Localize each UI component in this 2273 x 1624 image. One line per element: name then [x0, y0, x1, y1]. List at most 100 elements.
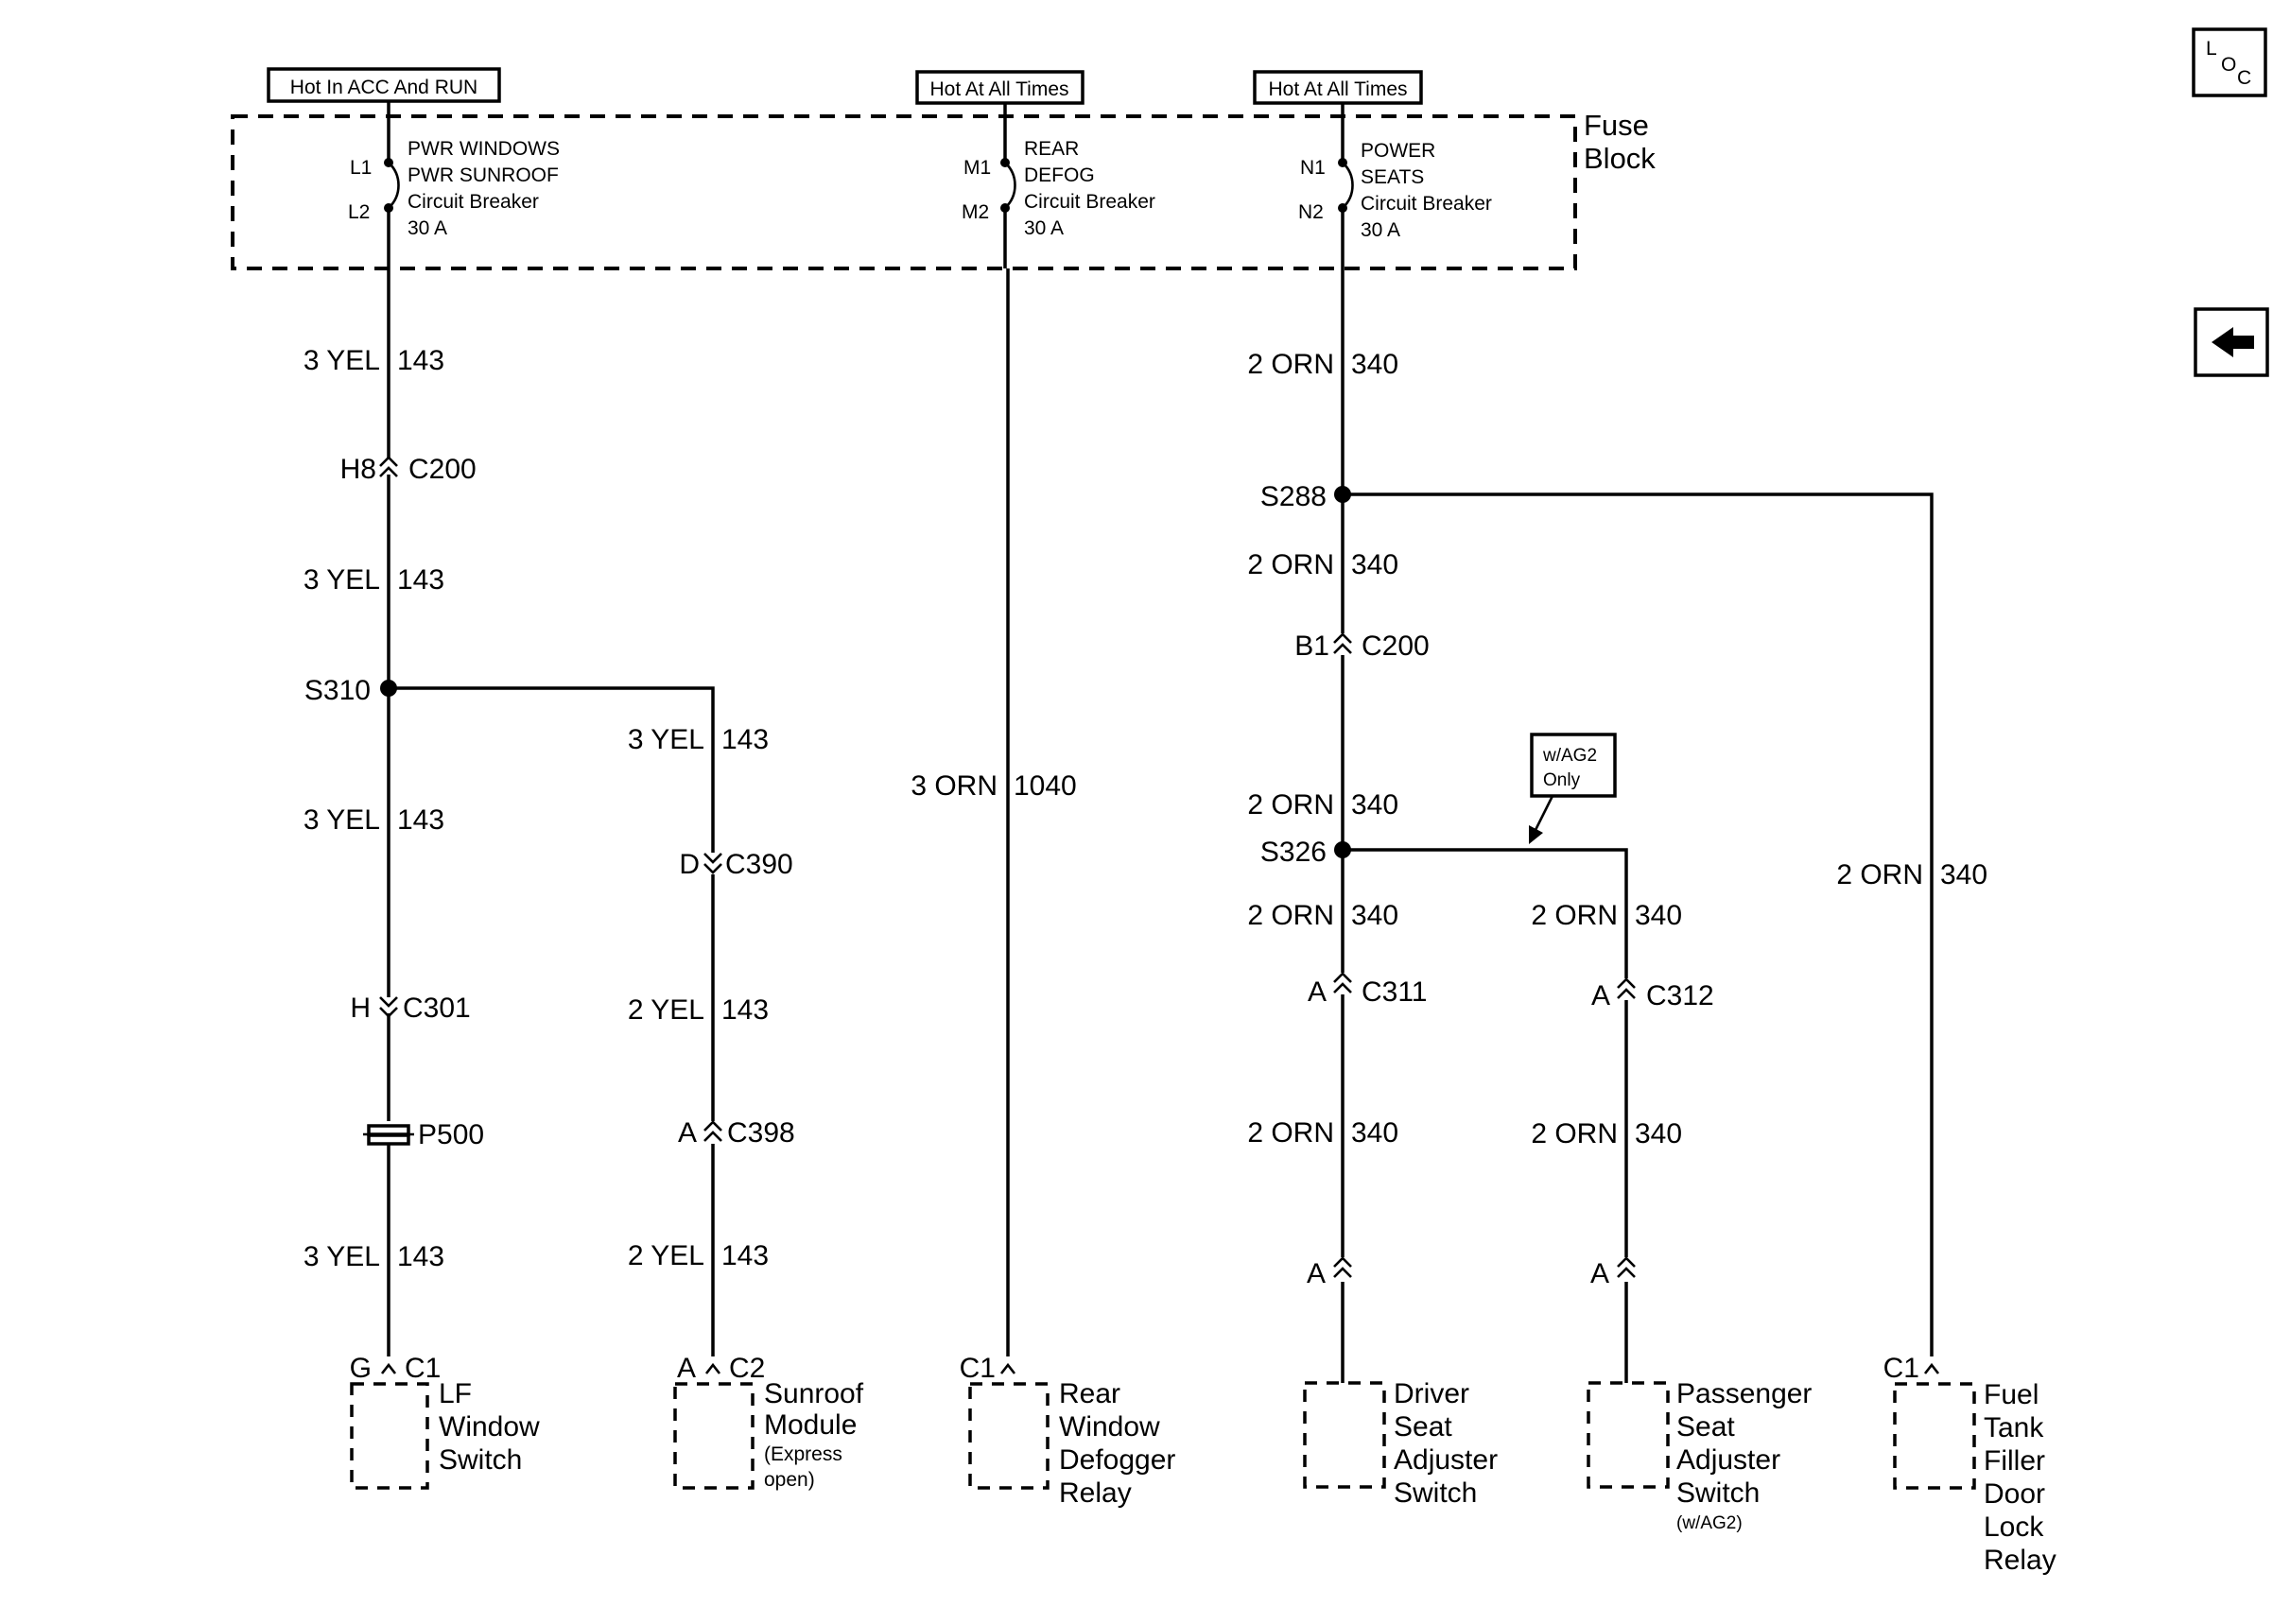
wire-circuit: 143	[397, 345, 444, 376]
svg-text:Hot In ACC And RUN: Hot In ACC And RUN	[290, 77, 477, 98]
wire-circuit: 340	[1940, 859, 1987, 890]
splice-s310: S310	[304, 675, 397, 706]
svg-text:Circuit Breaker: Circuit Breaker	[408, 191, 539, 213]
svg-text:Defogger: Defogger	[1059, 1444, 1175, 1476]
svg-text:Switch: Switch	[1394, 1477, 1477, 1509]
connector-c301: H C301	[350, 993, 470, 1024]
svg-text:C200: C200	[1362, 631, 1430, 662]
component-lf-window-switch: G C1 LF Window Switch	[350, 1353, 540, 1490]
option-note-w-ag2: w/AG2 Only	[1529, 733, 1617, 844]
svg-text:A: A	[677, 1353, 696, 1384]
svg-text:DEFOG: DEFOG	[1024, 164, 1095, 186]
component-passenger-seat-adjuster-switch: Passenger Seat Adjuster Switch (w/AG2)	[1587, 1378, 1812, 1533]
wires	[387, 268, 1934, 1383]
svg-text:SEATS: SEATS	[1361, 166, 1424, 188]
svg-text:Only: Only	[1543, 770, 1581, 790]
fuse-block-outline	[231, 114, 1577, 270]
svg-text:Relay: Relay	[1984, 1545, 2056, 1576]
svg-text:M1: M1	[963, 157, 991, 179]
loc-icon[interactable]: L O C	[2192, 27, 2267, 97]
hot-label-all-times: Hot At All Times	[1253, 70, 1423, 105]
wire-circuit: 143	[721, 994, 769, 1026]
wire-gauge: 2 ORN	[1247, 349, 1334, 380]
svg-text:C200: C200	[408, 454, 477, 485]
svg-text:A: A	[678, 1117, 697, 1149]
svg-text:L1: L1	[350, 157, 372, 179]
connector-c200-b1: B1 C200	[1294, 631, 1429, 662]
svg-text:C[interactable]: C	[2237, 67, 2251, 89]
wire-gauge: 3 YEL	[304, 804, 380, 836]
component-note: (w/AG2)	[1676, 1513, 1743, 1533]
svg-text:D: D	[679, 849, 700, 880]
wire-circuit: 340	[1351, 1117, 1398, 1149]
svg-text:B1: B1	[1294, 631, 1329, 662]
back-arrow-icon[interactable]	[2194, 307, 2269, 377]
svg-text:Relay: Relay	[1059, 1477, 1132, 1509]
svg-text:Window: Window	[439, 1411, 540, 1443]
svg-text:Module: Module	[764, 1409, 857, 1441]
connector-passenger-seat: A	[1590, 1256, 1636, 1289]
svg-text:C312: C312	[1646, 980, 1714, 1011]
wire-circuit: 340	[1351, 789, 1398, 821]
component-driver-seat-adjuster-switch: Driver Seat Adjuster Switch	[1303, 1378, 1498, 1509]
svg-text:L[interactable]: L	[2206, 38, 2217, 60]
svg-text:Passenger: Passenger	[1676, 1378, 1812, 1409]
wire-gauge: 2 ORN	[1247, 1117, 1334, 1149]
svg-text:S326: S326	[1260, 837, 1327, 868]
component-note: (Express	[764, 1443, 842, 1465]
connector-c390: D C390	[679, 849, 792, 880]
svg-text:Circuit Breaker: Circuit Breaker	[1024, 191, 1155, 213]
svg-text:w/AG2: w/AG2	[1542, 746, 1597, 766]
fuse-block-label: Block	[1584, 142, 1656, 175]
component-fuel-tank-filler-door-lock-relay: C1 Fuel Tank Filler Door Lock Relay	[1883, 1353, 2056, 1576]
hot-label-all-times: Hot At All Times	[915, 70, 1084, 105]
svg-text:Switch: Switch	[439, 1444, 522, 1476]
svg-text:Sunroof: Sunroof	[764, 1378, 864, 1409]
circuit-breaker-pwr-windows: L1 L2 PWR WINDOWS PWR SUNROOF Circuit Br…	[348, 116, 560, 268]
svg-text:Seat: Seat	[1394, 1411, 1452, 1443]
wire-gauge: 2 ORN	[1247, 900, 1334, 931]
svg-text:H: H	[350, 993, 371, 1024]
svg-text:P500: P500	[418, 1119, 484, 1150]
svg-text:N2: N2	[1298, 201, 1324, 223]
svg-text:30 A: 30 A	[408, 217, 447, 239]
wire-circuit: 143	[721, 724, 769, 755]
svg-text:C398: C398	[727, 1117, 795, 1149]
wire-gauge: 2 YEL	[628, 994, 704, 1026]
pass-through-p500: P500	[363, 1119, 484, 1150]
wire-gauge: 3 YEL	[304, 1241, 380, 1272]
wire-gauge: 2 ORN	[1531, 1118, 1618, 1149]
fuse-block-label: Fuse	[1584, 109, 1649, 142]
svg-text:Hot At All Times: Hot At All Times	[1268, 78, 1407, 100]
wire-circuit: 340	[1635, 900, 1682, 931]
svg-text:PWR WINDOWS: PWR WINDOWS	[408, 138, 560, 160]
svg-text:Adjuster: Adjuster	[1676, 1444, 1780, 1476]
svg-text:C390: C390	[725, 849, 793, 880]
svg-text:C1: C1	[1883, 1353, 1919, 1384]
component-note: open)	[764, 1469, 815, 1491]
wire-circuit: 340	[1635, 1118, 1682, 1149]
wire-gauge: 2 ORN	[1247, 789, 1334, 821]
svg-text:30 A: 30 A	[1361, 219, 1400, 241]
connector-driver-seat: A	[1307, 1256, 1352, 1289]
svg-text:S310: S310	[304, 675, 371, 706]
wire-gauge: 2 ORN	[1247, 549, 1334, 580]
connector-c311: A C311	[1308, 972, 1428, 1008]
wire-circuit: 340	[1351, 900, 1398, 931]
circuit-breaker-power-seats: N1 N2 POWER SEATS Circuit Breaker 30 A	[1298, 116, 1492, 268]
svg-text:L2: L2	[348, 201, 370, 223]
component-sunroof-module: A C2 Sunroof Module (Express open)	[673, 1353, 864, 1491]
svg-text:N1: N1	[1300, 157, 1326, 179]
svg-text:O[interactable]: O	[2221, 54, 2236, 76]
svg-text:C311: C311	[1362, 976, 1428, 1008]
wire-labels: 3 YEL 143 3 YEL 143 3 YEL 143 3 YEL 143 …	[304, 345, 1987, 1272]
svg-text:Filler: Filler	[1984, 1445, 2045, 1477]
connector-c312: A C312	[1591, 977, 1714, 1011]
svg-text:Rear: Rear	[1059, 1378, 1120, 1409]
connector-c398: A C398	[678, 1117, 795, 1149]
svg-text:30 A: 30 A	[1024, 217, 1064, 239]
svg-text:S288: S288	[1260, 481, 1327, 512]
wire-gauge: 3 YEL	[628, 724, 704, 755]
svg-text:Fuel: Fuel	[1984, 1379, 2039, 1410]
svg-text:Switch: Switch	[1676, 1477, 1760, 1509]
